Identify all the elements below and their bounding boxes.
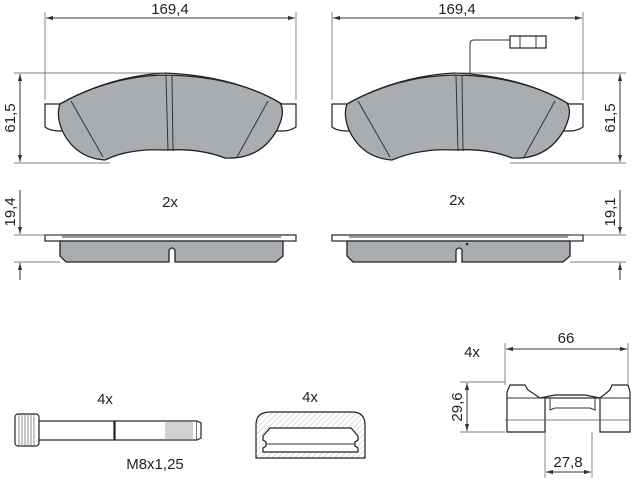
right-pad-side-view: 2x: [331, 192, 584, 263]
spring-clip-height-label: 29,6: [449, 392, 466, 421]
left-pad-thickness-dimension: 19,4: [2, 190, 60, 280]
spring-clip-inner-width-dimension: 27,8: [544, 432, 593, 478]
left-pad-front-view: [44, 72, 297, 161]
spring-clip-inner-width-label: 27,8: [553, 454, 582, 471]
left-pad-width-label: 169,4: [151, 1, 189, 18]
right-pad-thickness-dimension: 19,1: [570, 190, 626, 280]
right-pad-width-dimension: 169,4: [331, 1, 584, 100]
wear-sensor-dot: [465, 242, 469, 246]
spring-clip-width-label: 66: [558, 330, 575, 347]
wear-sensor-wire: [469, 35, 547, 74]
right-pad-quantity: 2x: [449, 192, 465, 209]
bolt-quantity: 4x: [97, 391, 113, 408]
right-pad-height-label: 61,5: [602, 103, 619, 132]
spring-clip-quantity: 4x: [464, 344, 480, 361]
left-pad-height-dimension: 61,5: [2, 72, 165, 164]
left-pad-height-label: 61,5: [2, 103, 19, 132]
bushing-quantity: 4x: [302, 389, 318, 406]
spring-clip-width-dimension: 66: [504, 330, 629, 385]
guide-bolt: 4x M8x1,25: [14, 391, 202, 473]
right-pad-front-view: [331, 72, 584, 161]
left-pad-thickness-label: 19,4: [2, 197, 19, 226]
left-pad-quantity: 2x: [162, 194, 178, 211]
spring-clip-height-dimension: 29,6: [449, 381, 505, 433]
left-pad-side-view: 2x: [44, 194, 297, 263]
bolt-thread-label: M8x1,25: [126, 456, 184, 473]
right-pad-width-label: 169,4: [438, 1, 476, 18]
wear-sensor-connector: [509, 35, 547, 49]
guide-bushing: 4x: [255, 389, 366, 459]
right-pad-height-dimension: 61,5: [455, 72, 626, 164]
left-pad-width-dimension: 169,4: [44, 1, 297, 100]
spring-clip: 4x: [464, 344, 631, 433]
right-pad-thickness-label: 19,1: [602, 197, 619, 226]
